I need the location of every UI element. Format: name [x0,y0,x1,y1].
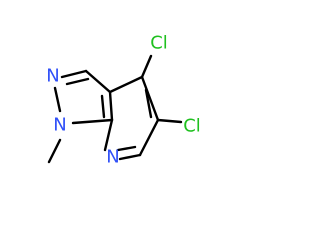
bonds [47,54,183,164]
atom-label-n7: N [106,147,119,168]
bond-n7-c7a [103,118,114,152]
bond-n2-c3 [60,69,88,79]
bond-c4-cl [140,54,153,79]
bond-n2-c3-double [65,77,90,86]
atom-label-n2: N [46,66,59,87]
bond-c6-n7 [118,153,142,161]
atom-label-cl4: Cl [150,33,168,54]
bond-c3a-c4 [108,75,144,94]
bond-n1-methyl [47,138,62,164]
bond-c5-c6 [138,118,160,157]
atom-label-cl5: Cl [183,116,201,137]
bond-c4-c5 [140,75,160,122]
atom-label-n1: N [53,115,66,136]
bond-c4-c5-double [144,88,153,119]
bond-n1-c7a [71,118,114,125]
bond-n1-n2 [53,86,62,113]
bond-c6-n7-double [116,145,137,152]
atom-labels: N N N Cl Cl [46,33,201,168]
molecule-structure-diagram: N N N Cl Cl [46,33,201,168]
bond-c3-c3a [84,69,112,94]
bond-c3a-c7a [108,90,114,122]
bond-c5-cl [156,118,183,124]
bond-c3a-c7a-double [100,94,106,119]
